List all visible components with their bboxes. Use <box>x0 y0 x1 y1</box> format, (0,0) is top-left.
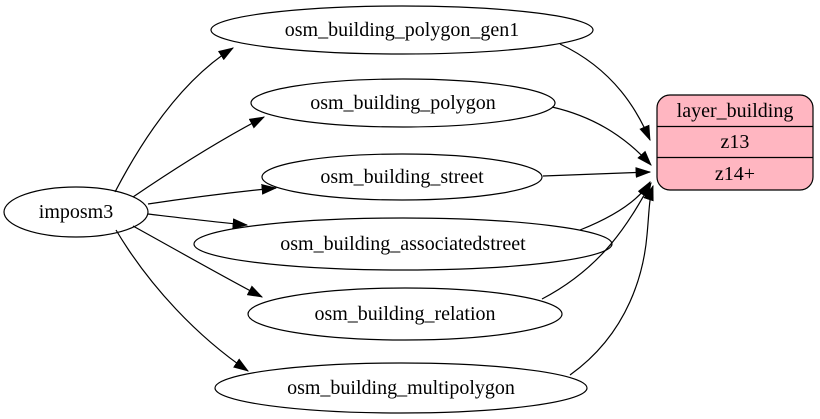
node-osm-building-relation <box>247 287 563 341</box>
label-layer-building-row-z13: z13 <box>721 131 750 153</box>
edge-imposm3-to-relation <box>132 225 264 298</box>
layer-building-box <box>656 94 814 191</box>
edge-polygon-gen1-to-z13 <box>559 43 651 142</box>
node-osm-building-multipolygon <box>214 362 588 414</box>
node-osm-building-associatedstreet <box>193 217 613 271</box>
label-layer-building-row-z14: z14+ <box>715 163 755 185</box>
node-imposm3 <box>3 186 149 238</box>
label-osm-building-polygon: osm_building_polygon <box>310 92 496 114</box>
graph-edges <box>114 43 654 376</box>
label-imposm3: imposm3 <box>39 201 113 223</box>
label-osm-building-multipolygon: osm_building_multipolygon <box>287 377 515 399</box>
edge-imposm3-to-multipolygon <box>115 229 249 372</box>
label-osm-building-relation: osm_building_relation <box>314 303 495 325</box>
node-osm-building-street <box>261 153 543 201</box>
edge-imposm3-to-associatedstreet <box>147 213 249 230</box>
edge-street-to-z14 <box>542 167 652 178</box>
label-layer-building-title: layer_building <box>677 100 794 122</box>
edge-polygon-to-z14 <box>551 106 652 166</box>
node-osm-building-polygon-gen1 <box>210 5 594 55</box>
edge-imposm3-to-street <box>147 184 278 205</box>
label-osm-building-street: osm_building_street <box>320 166 484 188</box>
node-layer-building <box>656 94 814 191</box>
edge-imposm3-to-polygon <box>132 116 266 198</box>
graph-nodes <box>3 5 814 414</box>
label-osm-building-associatedstreet: osm_building_associatedstreet <box>280 233 526 255</box>
edge-multipolygon-to-z14 <box>569 184 654 376</box>
graph-labels: imposm3 osm_building_polygon_gen1 osm_bu… <box>39 19 794 399</box>
edge-associatedstreet-to-z14 <box>579 180 651 231</box>
node-osm-building-polygon <box>250 78 556 128</box>
label-osm-building-polygon-gen1: osm_building_polygon_gen1 <box>285 19 519 41</box>
edge-imposm3-to-polygon-gen1 <box>114 47 235 193</box>
